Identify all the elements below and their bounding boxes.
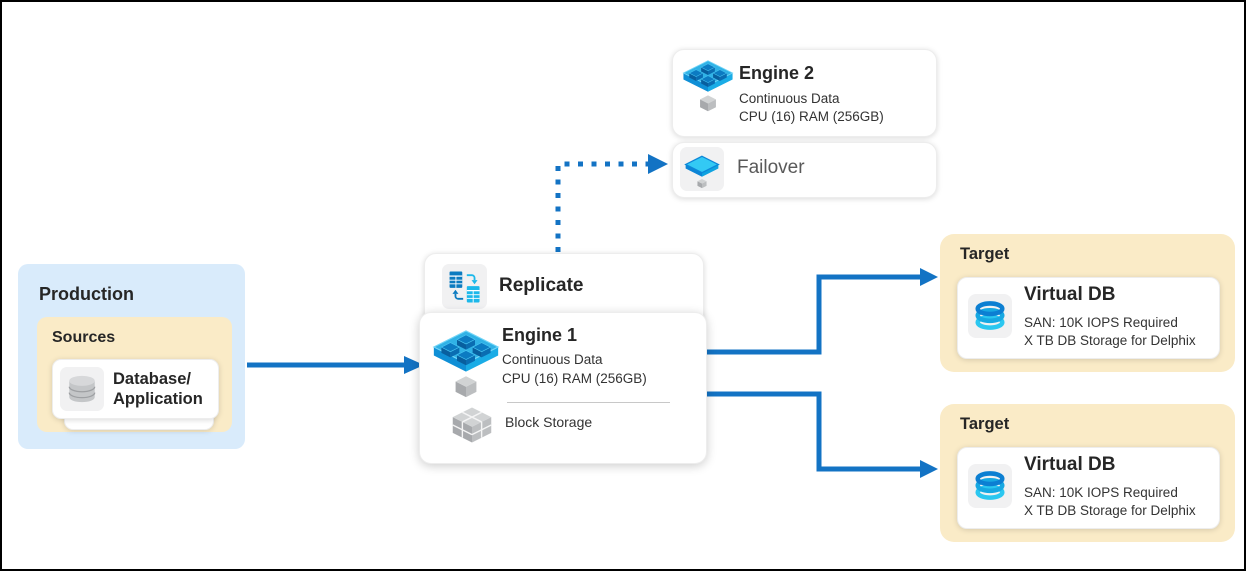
arrow-engine1-to-failover-dotted	[555, 161, 650, 252]
replicate-icon	[445, 267, 485, 307]
engine2-specs: CPU (16) RAM (256GB)	[739, 109, 884, 124]
virtual-db-icon	[970, 466, 1010, 506]
divider	[507, 402, 670, 403]
engine2-subtitle: Continuous Data	[739, 91, 840, 106]
arrowhead	[920, 460, 938, 478]
virtual-db-title: Virtual DB	[1024, 454, 1116, 475]
target2-virtualdb-card: Virtual DB SAN: 10K IOPS Required X TB D…	[957, 447, 1220, 529]
block-storage-icon	[446, 404, 498, 446]
failover-iconbox	[680, 147, 724, 191]
target1-group: Target Virtual DB SAN: 10K IOPS Required…	[940, 234, 1235, 372]
source-database-card: Database/ Application	[52, 359, 219, 419]
target2-group: Target Virtual DB SAN: 10K IOPS Required…	[940, 404, 1235, 542]
engine1-title: Engine 1	[502, 325, 578, 345]
virtual-db-icon	[970, 296, 1010, 336]
arrowhead	[648, 154, 668, 174]
arrow-engine1-to-target2	[702, 391, 922, 472]
virtual-db-storage-req: X TB DB Storage for Delphix	[1024, 503, 1196, 518]
target2-label: Target	[960, 415, 1010, 433]
source-card-label: Database/ Application	[113, 370, 203, 408]
replicate-iconbox	[442, 264, 487, 309]
virtual-db-storage-req: X TB DB Storage for Delphix	[1024, 333, 1196, 348]
virtual-db-iconbox	[968, 294, 1012, 338]
engine-icon	[431, 329, 501, 399]
engine2-card	[672, 49, 937, 137]
database-icon	[62, 369, 102, 409]
database-iconbox	[60, 367, 104, 411]
production-label: Production	[39, 284, 134, 304]
failover-label: Failover	[737, 157, 805, 178]
target1-label: Target	[960, 245, 1010, 263]
block-storage-label: Block Storage	[505, 414, 593, 430]
engine1-subtitle: Continuous Data	[502, 352, 603, 367]
engine1-specs: CPU (16) RAM (256GB)	[502, 371, 647, 386]
target1-virtualdb-card: Virtual DB SAN: 10K IOPS Required X TB D…	[957, 277, 1220, 359]
engine-icon	[682, 58, 734, 114]
failover-icon	[682, 149, 722, 189]
arrowhead	[920, 268, 938, 286]
arrow-engine1-to-target1	[702, 274, 922, 355]
virtual-db-san-req: SAN: 10K IOPS Required	[1024, 485, 1178, 500]
virtual-db-iconbox	[968, 464, 1012, 508]
virtual-db-san-req: SAN: 10K IOPS Required	[1024, 315, 1178, 330]
engine2-title: Engine 2	[739, 63, 815, 83]
virtual-db-title: Virtual DB	[1024, 284, 1116, 305]
sources-label: Sources	[52, 329, 116, 346]
replicate-label: Replicate	[499, 275, 584, 296]
